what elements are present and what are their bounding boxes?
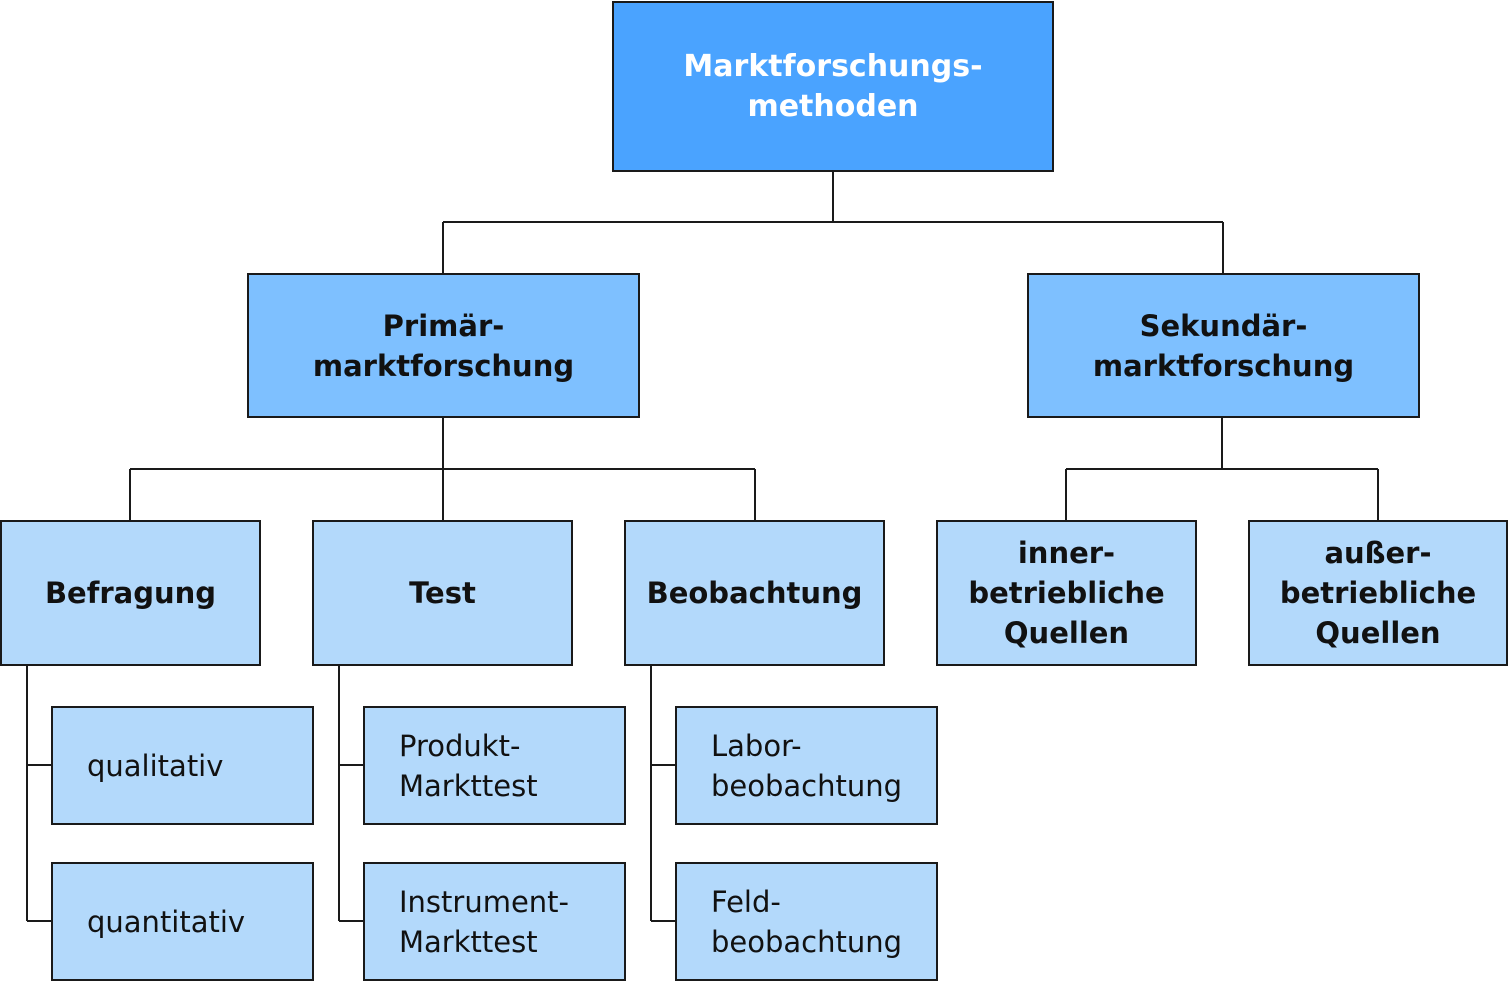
node-label: Marktforschungs- methoden xyxy=(683,48,983,124)
node-produkt-markttest: Produkt- Markttest xyxy=(363,706,626,825)
node-beobachtung: Beobachtung xyxy=(624,520,885,666)
node-sekundaermarktforschung: Sekundär- marktforschung xyxy=(1027,273,1420,418)
node-marktforschungsmethoden: Marktforschungs- methoden xyxy=(612,1,1054,172)
node-test: Test xyxy=(312,520,573,666)
node-innerbetriebliche-quellen: inner- betriebliche Quellen xyxy=(936,520,1197,666)
node-label: Befragung xyxy=(44,576,217,610)
node-label: qualitativ xyxy=(87,748,224,783)
node-label: Labor- beobachtung xyxy=(711,728,903,803)
node-label: Sekundär- marktforschung xyxy=(1092,308,1355,383)
node-instrument-markttest: Instrument- Markttest xyxy=(363,862,626,981)
node-label: Beobachtung xyxy=(646,576,863,610)
node-primaermarktforschung: Primär- marktforschung xyxy=(247,273,640,418)
node-label: Test xyxy=(409,576,476,610)
node-label: Primär- marktforschung xyxy=(312,308,575,383)
node-ausserbetriebliche-quellen: außer- betriebliche Quellen xyxy=(1248,520,1508,666)
node-feldbeobachtung: Feld- beobachtung xyxy=(675,862,938,981)
node-label: quantitativ xyxy=(87,904,246,939)
node-label: Feld- beobachtung xyxy=(711,884,903,959)
node-label: Produkt- Markttest xyxy=(399,728,538,803)
node-qualitativ: qualitativ xyxy=(51,706,314,825)
node-label: Instrument- Markttest xyxy=(399,884,570,959)
node-label: außer- betriebliche Quellen xyxy=(1279,536,1477,650)
node-laborbeobachtung: Labor- beobachtung xyxy=(675,706,938,825)
node-label: inner- betriebliche Quellen xyxy=(968,536,1165,650)
node-befragung: Befragung xyxy=(0,520,261,666)
node-quantitativ: quantitativ xyxy=(51,862,314,981)
